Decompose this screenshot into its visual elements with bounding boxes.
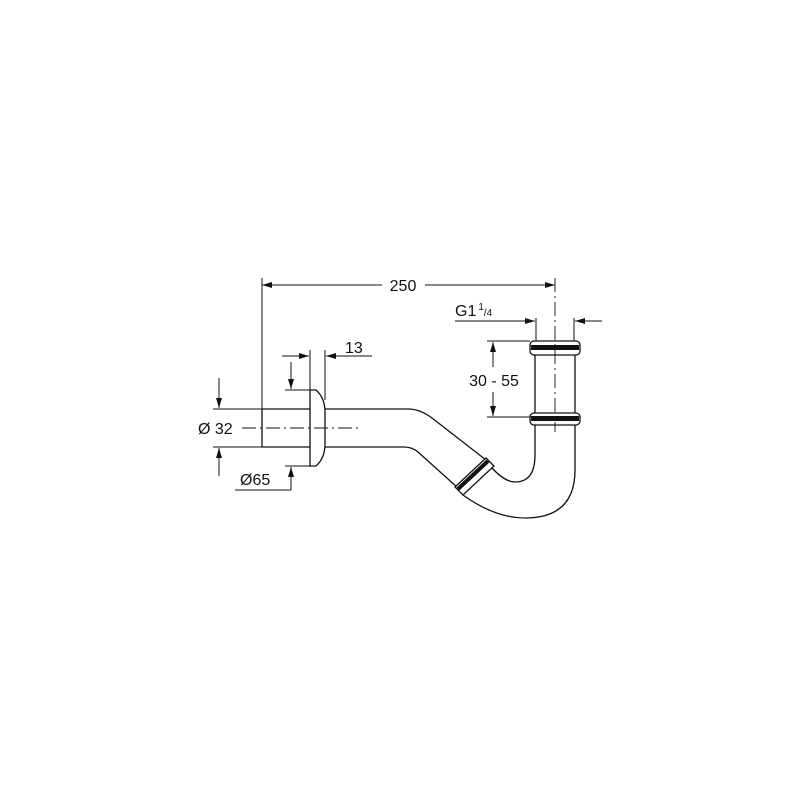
height-label: 30 - 55 xyxy=(469,373,519,390)
dimension-pipe-diameter: Ø 32 xyxy=(198,378,262,476)
flange-diameter-label: Ø65 xyxy=(240,472,270,489)
angled-nut xyxy=(454,457,495,496)
thread-label-main: G1 xyxy=(455,303,476,320)
dimension-height: 30 - 55 xyxy=(469,340,530,418)
bottom-nut xyxy=(529,412,581,426)
thread-fraction-numerator: 1 xyxy=(478,302,484,313)
flange xyxy=(309,389,326,467)
flange-thickness-label: 13 xyxy=(345,340,363,357)
dimension-label-250: 250 xyxy=(390,278,417,295)
u-bend xyxy=(462,424,576,519)
pipe-diameter-label: Ø 32 xyxy=(198,421,233,438)
dimension-250: 250 xyxy=(261,278,555,409)
dimension-flange-thickness: 13 xyxy=(282,340,372,400)
dimension-flange-diameter: Ø65 xyxy=(235,362,310,491)
vertical-tube xyxy=(534,355,576,415)
thread-fraction-denominator: /4 xyxy=(484,308,493,319)
bent-pipe xyxy=(325,408,487,489)
